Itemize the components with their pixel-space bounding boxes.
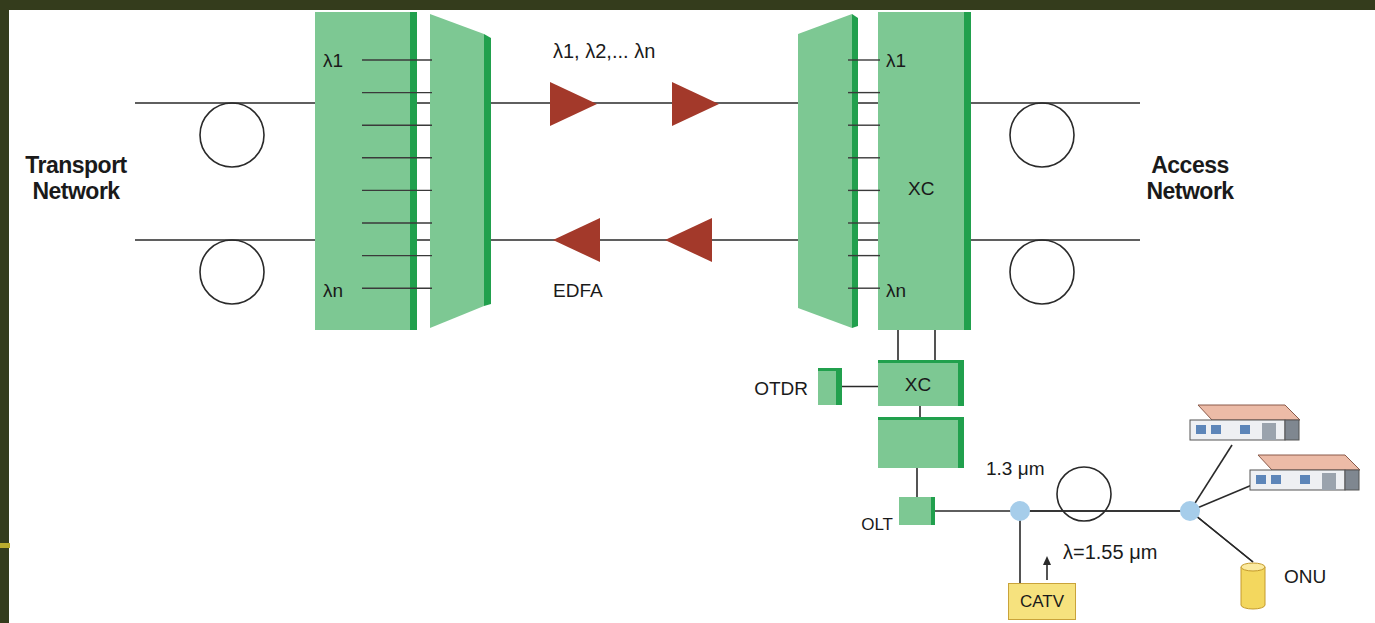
node-text: λn (323, 280, 343, 302)
demux-trapezoid (430, 14, 858, 328)
olt-box: OLT (899, 497, 935, 525)
node-text: ONU (1284, 566, 1326, 588)
node-text: XC (905, 374, 931, 396)
amplifier-label: EDFA (553, 280, 603, 302)
cylinder-shape (1240, 562, 1266, 610)
node-text: λn (886, 280, 906, 302)
node-text: OLT (861, 515, 893, 535)
wavelength-label: 1.3 μm (986, 458, 1044, 480)
node-text: CATV (1020, 592, 1064, 612)
arrow-head (1043, 556, 1051, 565)
node-text: λ1 (323, 50, 343, 72)
fiber-lines (135, 103, 1252, 580)
fiber-link (1020, 511, 1253, 583)
node-text: λ1 (886, 50, 906, 72)
network-label: Transport Network (12, 152, 140, 205)
house-icon (1190, 405, 1360, 490)
otdr-box: OTDR (818, 368, 842, 405)
xc-box-shape (878, 12, 971, 330)
node-text: OTDR (754, 378, 808, 400)
node-text: XC (908, 178, 934, 200)
edge-label: λ1, λ2,... λn (553, 40, 655, 63)
plain-box (878, 417, 964, 468)
wavelength-label: λ=1.55 μm (1063, 541, 1157, 564)
network-label: Access Network (1126, 152, 1254, 205)
coupler-dot (1010, 501, 1200, 521)
cross-connect-box: λ1XC λn (878, 12, 970, 330)
frame-mark (0, 543, 10, 548)
fiber-link (842, 386, 878, 388)
onu-unit: ONU (1240, 562, 1266, 610)
mux-box: λ1 λn (315, 12, 415, 330)
edfa-amplifier (550, 82, 719, 262)
cross-connect-box: XC (878, 360, 964, 406)
fiber-link (898, 330, 935, 360)
port-ticks (362, 60, 880, 288)
catv-box: CATV (1008, 583, 1076, 620)
